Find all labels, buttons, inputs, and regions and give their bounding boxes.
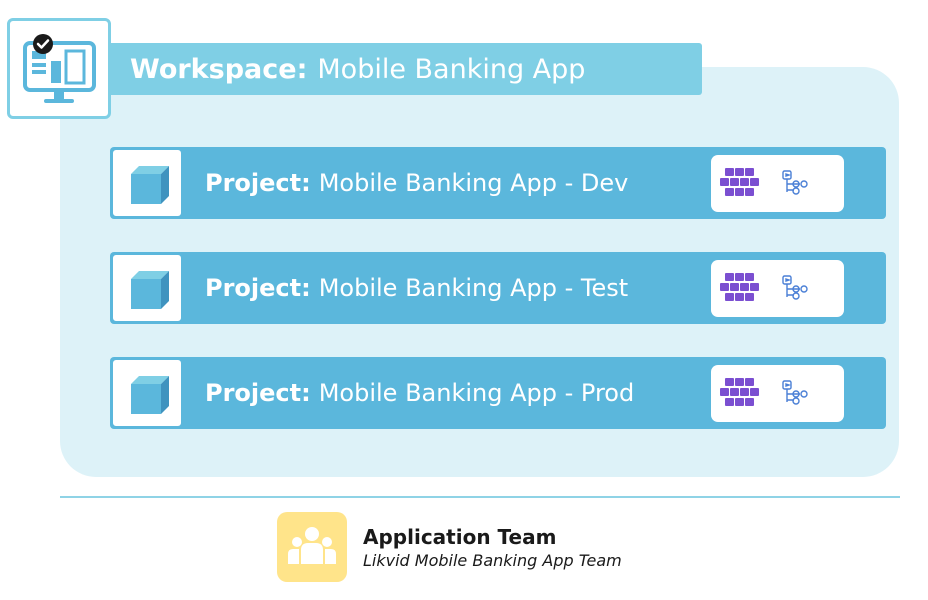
project-row-test: Project: Mobile Banking App - Test — [110, 252, 886, 324]
boxes-icon — [720, 168, 759, 196]
cube-icon — [131, 271, 169, 309]
people-group-icon — [288, 527, 336, 564]
project-icon-box — [110, 147, 184, 219]
team-description: Likvid Mobile Banking App Team — [363, 551, 622, 570]
project-tools — [711, 155, 844, 212]
pipeline-icon — [782, 380, 808, 405]
pipeline-icon — [782, 275, 808, 300]
pipeline-icon — [782, 170, 808, 195]
workspace-icon-box — [7, 18, 111, 119]
team-name: Application Team — [363, 525, 557, 549]
workspace-banner: Workspace: Mobile Banking App — [100, 43, 702, 95]
project-tools — [711, 260, 844, 317]
boxes-icon — [720, 378, 759, 406]
project-tools — [711, 365, 844, 422]
project-row-dev: Project: Mobile Banking App - Dev — [110, 147, 886, 219]
project-label: Project: — [205, 274, 311, 302]
project-name: Mobile Banking App - Test — [318, 274, 629, 302]
project-label: Project: — [205, 169, 311, 197]
project-title: Project: Mobile Banking App - Prod — [205, 357, 634, 429]
monitor-dashboard-icon — [23, 34, 96, 103]
cube-icon — [131, 166, 169, 204]
project-row-prod: Project: Mobile Banking App - Prod — [110, 357, 886, 429]
boxes-icon — [720, 273, 759, 301]
workspace-name: Mobile Banking App — [317, 53, 586, 85]
team-icon-box — [277, 512, 347, 582]
project-label: Project: — [205, 379, 311, 407]
project-name: Mobile Banking App - Dev — [318, 169, 629, 197]
project-title: Project: Mobile Banking App - Test — [205, 252, 628, 324]
divider — [60, 496, 900, 498]
project-name: Mobile Banking App - Prod — [318, 379, 635, 407]
workspace-label: Workspace: — [130, 53, 308, 85]
project-title: Project: Mobile Banking App - Dev — [205, 147, 628, 219]
project-icon-box — [110, 252, 184, 324]
cube-icon — [131, 376, 169, 414]
project-icon-box — [110, 357, 184, 429]
